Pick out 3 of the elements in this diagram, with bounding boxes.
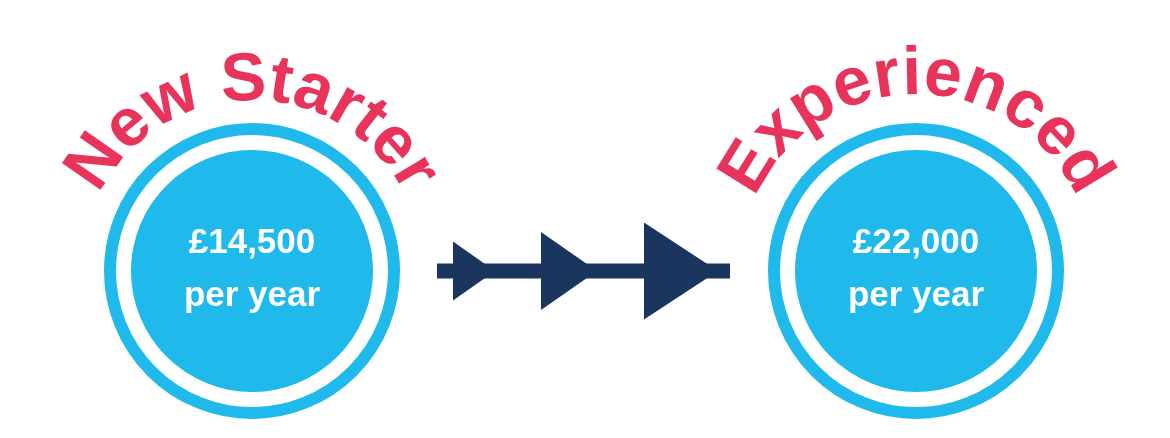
arrow (437, 222, 730, 320)
salary-text: £14,500 per year (182, 219, 322, 315)
salary-text: £22,000 per year (846, 219, 986, 315)
